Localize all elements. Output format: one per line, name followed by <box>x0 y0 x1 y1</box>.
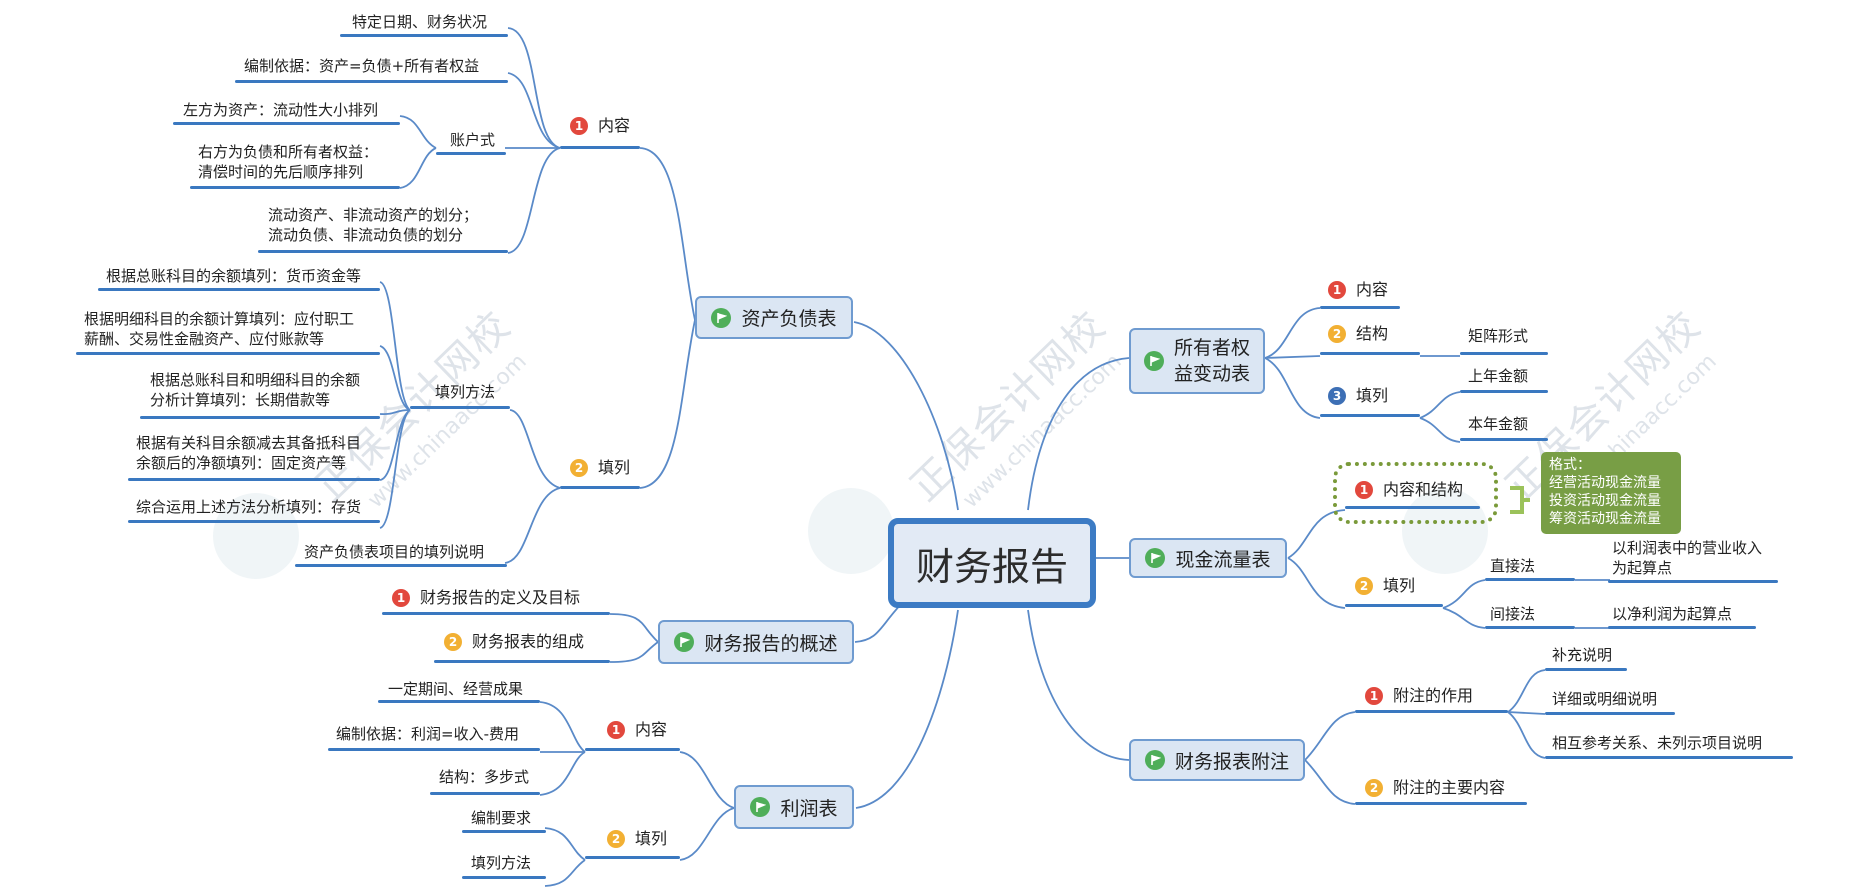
income-content-node[interactable]: 1 内容 <box>607 720 667 740</box>
balance-division-item[interactable]: 流动资产、非流动资产的划分； 流动负债、非流动负债的划分 <box>268 206 479 244</box>
equity-fill-item[interactable]: 本年金额 <box>1468 415 1529 433</box>
number-2-icon: 2 <box>607 830 625 848</box>
equity-structure-node[interactable]: 2 结构 <box>1328 324 1388 344</box>
indirect-method-desc[interactable]: 以净利润为起算点 <box>1612 605 1733 623</box>
number-2-icon: 2 <box>1328 325 1346 343</box>
number-3-icon: 3 <box>1328 387 1346 405</box>
flag-icon <box>1145 548 1166 568</box>
account-form-node[interactable]: 账户式 <box>450 131 496 149</box>
number-1-icon: 1 <box>570 117 588 135</box>
overview-item[interactable]: 1 财务报告的定义及目标 <box>392 588 580 608</box>
income-content-item[interactable]: 一定期间、经营成果 <box>388 680 524 698</box>
flag-icon <box>1143 351 1164 371</box>
branch-overview[interactable]: 财务报告的概述 <box>658 620 854 664</box>
number-1-icon: 1 <box>607 721 625 739</box>
flag-icon <box>711 307 732 328</box>
number-2-icon: 2 <box>1365 779 1383 797</box>
income-fill-item[interactable]: 填列方法 <box>471 854 532 872</box>
cash-fill-node[interactable]: 2 填列 <box>1355 576 1415 596</box>
notes-role-item[interactable]: 相互参考关系、未列示项目说明 <box>1552 734 1763 752</box>
notes-role-item[interactable]: 补充说明 <box>1552 646 1613 664</box>
notes-role-item[interactable]: 详细或明细说明 <box>1552 690 1658 708</box>
number-2-icon: 2 <box>1355 577 1373 595</box>
income-content-item[interactable]: 编制依据：利润=收入-费用 <box>336 725 519 743</box>
flag-icon <box>750 797 771 817</box>
balance-fill-note[interactable]: 资产负债表项目的填列说明 <box>304 543 485 561</box>
flag-icon <box>674 632 695 652</box>
fill-method-item[interactable]: 根据明细科目的余额计算填列：应付职工 薪酬、交易性金融资产、应付账款等 <box>84 310 355 348</box>
flag-icon <box>1144 750 1165 770</box>
account-form-item[interactable]: 左方为资产：流动性大小排列 <box>183 101 379 119</box>
number-1-icon: 1 <box>1355 481 1373 499</box>
income-fill-node[interactable]: 2 填列 <box>607 829 667 849</box>
number-2-icon: 2 <box>444 633 462 651</box>
equity-content-node[interactable]: 1 内容 <box>1328 280 1388 300</box>
fill-method-item[interactable]: 根据总账科目的余额填列：货币资金等 <box>106 267 362 285</box>
number-1-icon: 1 <box>392 589 410 607</box>
underline <box>560 146 640 149</box>
branch-equity-statement[interactable]: 所有者权 益变动表 <box>1129 328 1265 394</box>
number-1-icon: 1 <box>1365 687 1383 705</box>
equity-structure-item[interactable]: 矩阵形式 <box>1468 327 1529 345</box>
balance-fill-node[interactable]: 2 填列 <box>570 458 630 478</box>
number-1-icon: 1 <box>1328 281 1346 299</box>
fill-method-item[interactable]: 根据有关科目余额减去其备抵科目 余额后的净额填列：固定资产等 <box>136 434 362 472</box>
indirect-method-node[interactable]: 间接法 <box>1490 605 1536 623</box>
account-form-item[interactable]: 右方为负债和所有者权益： 清偿时间的先后顺序排列 <box>198 143 379 181</box>
branch-cash-flow[interactable]: 现金流量表 <box>1129 538 1287 578</box>
notes-main-node[interactable]: 2 附注的主要内容 <box>1365 778 1505 798</box>
fill-method-item[interactable]: 综合运用上述方法分析填列：存货 <box>136 498 362 516</box>
balance-content-item[interactable]: 编制依据：资产=负债+所有者权益 <box>244 57 480 75</box>
equity-fill-item[interactable]: 上年金额 <box>1468 367 1529 385</box>
equity-fill-node[interactable]: 3 填列 <box>1328 386 1388 406</box>
balance-content-item[interactable]: 特定日期、财务状况 <box>352 13 488 31</box>
branch-notes[interactable]: 财务报表附注 <box>1129 739 1305 781</box>
income-fill-item[interactable]: 编制要求 <box>471 809 532 827</box>
fill-method-node[interactable]: 填列方法 <box>435 383 496 401</box>
direct-method-desc[interactable]: 以利润表中的营业收入 为起算点 <box>1612 539 1763 577</box>
selection-highlight <box>1333 462 1498 524</box>
balance-content-node[interactable]: 1 内容 <box>570 116 630 136</box>
cash-content-structure-node[interactable]: 1 内容和结构 <box>1355 480 1463 500</box>
fill-method-item[interactable]: 根据总账科目和明细科目的余额 分析计算填列：长期借款等 <box>150 371 361 409</box>
direct-method-node[interactable]: 直接法 <box>1490 557 1536 575</box>
income-content-item[interactable]: 结构：多步式 <box>439 768 530 786</box>
root-node[interactable]: 财务报告 <box>888 518 1096 608</box>
cash-format-callout: 格式： 经营活动现金流量 投资活动现金流量 筹资活动现金流量 <box>1541 452 1681 534</box>
overview-item[interactable]: 2 财务报表的组成 <box>444 632 584 652</box>
root-title: 财务报告 <box>915 544 1068 589</box>
branch-balance-sheet[interactable]: 资产负债表 <box>695 296 853 339</box>
number-2-icon: 2 <box>570 459 588 477</box>
branch-income-statement[interactable]: 利润表 <box>734 785 854 829</box>
notes-role-node[interactable]: 1 附注的作用 <box>1365 686 1473 706</box>
